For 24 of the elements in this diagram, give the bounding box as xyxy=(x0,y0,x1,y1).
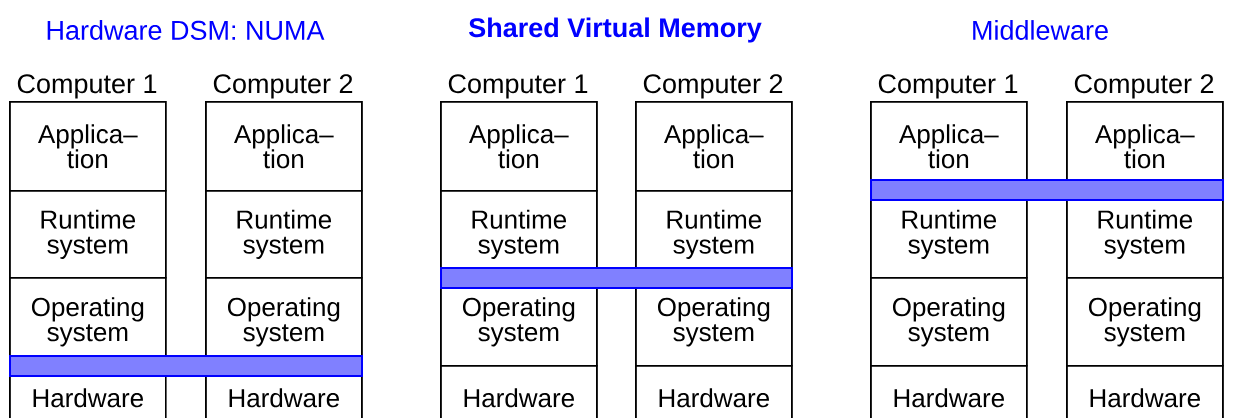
layer-box: Operating system xyxy=(1066,277,1224,367)
panel-title: Hardware DSM: NUMA xyxy=(47,20,325,40)
layer-box: Hardware xyxy=(440,365,598,418)
node-label: Computer 1 xyxy=(17,74,157,99)
layer-box: Runtime system xyxy=(205,190,363,279)
node-label: Computer 2 xyxy=(1074,74,1214,99)
node-label: Computer 2 xyxy=(643,74,783,99)
layer-box: Applica– tion xyxy=(205,101,363,192)
layer-box: Applica– tion xyxy=(9,101,167,192)
panel-title: Middleware xyxy=(973,20,1108,40)
layer-box: Hardware xyxy=(635,365,793,418)
shared-memory-bar xyxy=(440,267,793,289)
layer-box: Operating system xyxy=(870,277,1028,367)
shared-memory-bar xyxy=(9,355,363,377)
layer-box: Applica– tion xyxy=(440,101,598,192)
panel-title: Shared Virtual Memory xyxy=(469,17,762,43)
node-label: Computer 1 xyxy=(878,74,1018,99)
layer-box: Hardware xyxy=(1066,365,1224,418)
layer-box: Runtime system xyxy=(9,190,167,279)
node-label: Computer 2 xyxy=(213,74,353,99)
node-label: Computer 1 xyxy=(448,74,588,99)
shared-memory-bar xyxy=(870,179,1224,201)
layer-box: Hardware xyxy=(870,365,1028,418)
layer-box: Applica– tion xyxy=(635,101,793,192)
